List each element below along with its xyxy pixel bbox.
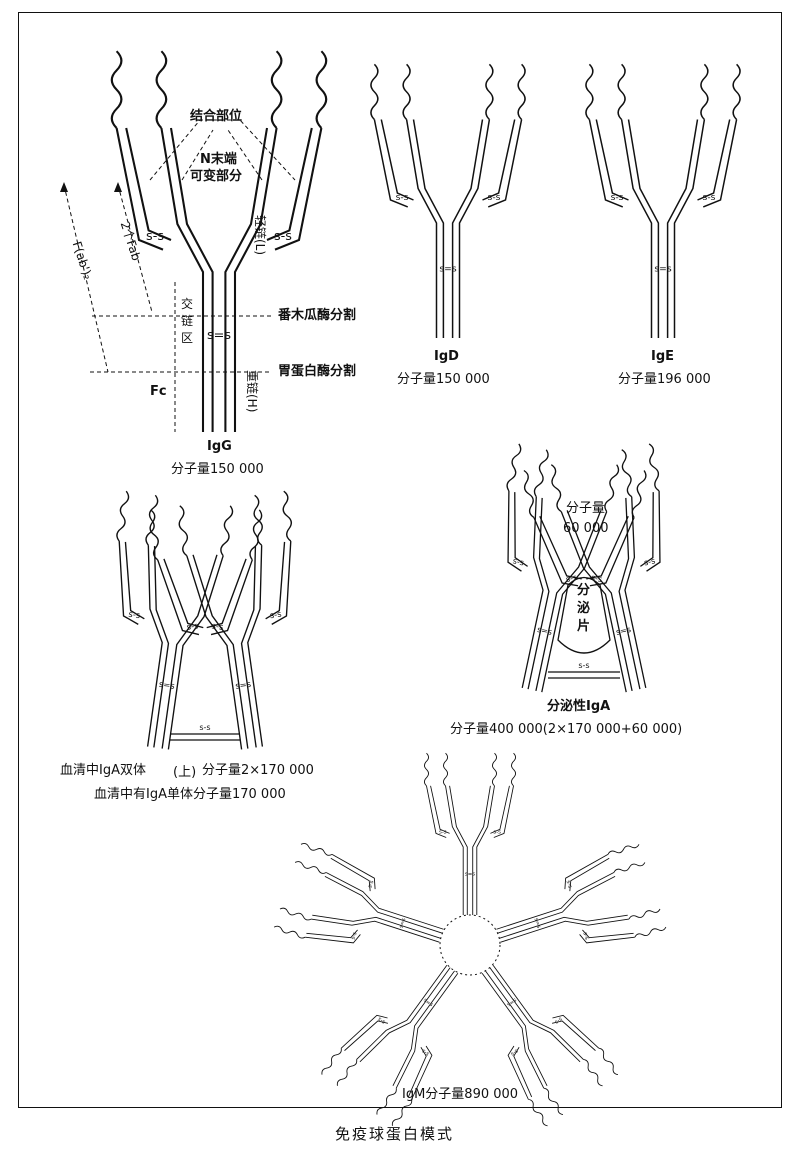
svg-text:s-s: s-s	[199, 723, 210, 732]
figure-caption: 免疫球蛋白模式	[335, 1125, 455, 1143]
igg-fc-label: Fc	[150, 384, 167, 399]
igg-arrowheads	[60, 182, 122, 192]
secretory-component-shape	[557, 576, 611, 654]
igm-mw-label: IgM分子量890 000	[402, 1087, 519, 1102]
igg-hinge-char-1: 交	[181, 297, 194, 311]
siga-sc-mw-label-1: 分子量	[566, 501, 606, 516]
siga-sc-char-3: 片	[577, 619, 591, 634]
igg-hinge-char-2: 链	[181, 314, 194, 328]
ige-name-label: IgE	[651, 349, 675, 364]
igg-name-label: IgG	[207, 439, 232, 454]
igg-light-chain-label: 轻链(L)	[253, 215, 267, 256]
figure-frame	[18, 12, 782, 1108]
siga-sc-char-2: 泌	[577, 601, 591, 616]
iga-serum-line1-a: 血清中IgA双体	[60, 763, 146, 778]
iga-serum-line1-b: (上)	[173, 765, 197, 780]
igd-molecule	[370, 63, 526, 339]
siga-name-label: 分泌性IgA	[547, 699, 611, 714]
svg-text:s-s: s-s	[578, 661, 589, 670]
ige-molecule	[585, 63, 741, 339]
igg-n-terminal-label: N末端	[200, 152, 237, 167]
igg-binding-site-label: 结合部位	[190, 109, 243, 124]
siga-sc-mw-label-2: 60 000	[563, 521, 609, 536]
igg-binding-site-lines	[63, 119, 296, 432]
igd-name-label: IgD	[434, 349, 459, 364]
igg-heavy-chain-label: 重链(H)	[245, 370, 259, 413]
igg-mw-label: 分子量150 000	[171, 462, 264, 477]
siga-sc-char-1: 分	[577, 583, 591, 598]
igg-variable-label: 可变部分	[190, 169, 243, 184]
iga-serum-line1-c: 分子量2×170 000	[202, 763, 314, 778]
igg-papain-label: 番木瓜酶分割	[278, 308, 357, 323]
ige-mw-label: 分子量196 000	[618, 372, 711, 387]
igg-hinge-char-3: 区	[181, 331, 194, 345]
igd-mw-label: 分子量150 000	[397, 372, 490, 387]
igm-molecule	[273, 752, 667, 1128]
igg-pepsin-label: 胃蛋白酶分割	[278, 364, 357, 379]
iga-dimer-molecule: s-s	[87, 490, 323, 759]
iga-serum-line2: 血清中有IgA单体分子量170 000	[94, 787, 286, 802]
siga-mw-label: 分子量400 000(2×170 000+60 000)	[450, 722, 683, 737]
siga-molecule: s-s	[465, 442, 703, 705]
